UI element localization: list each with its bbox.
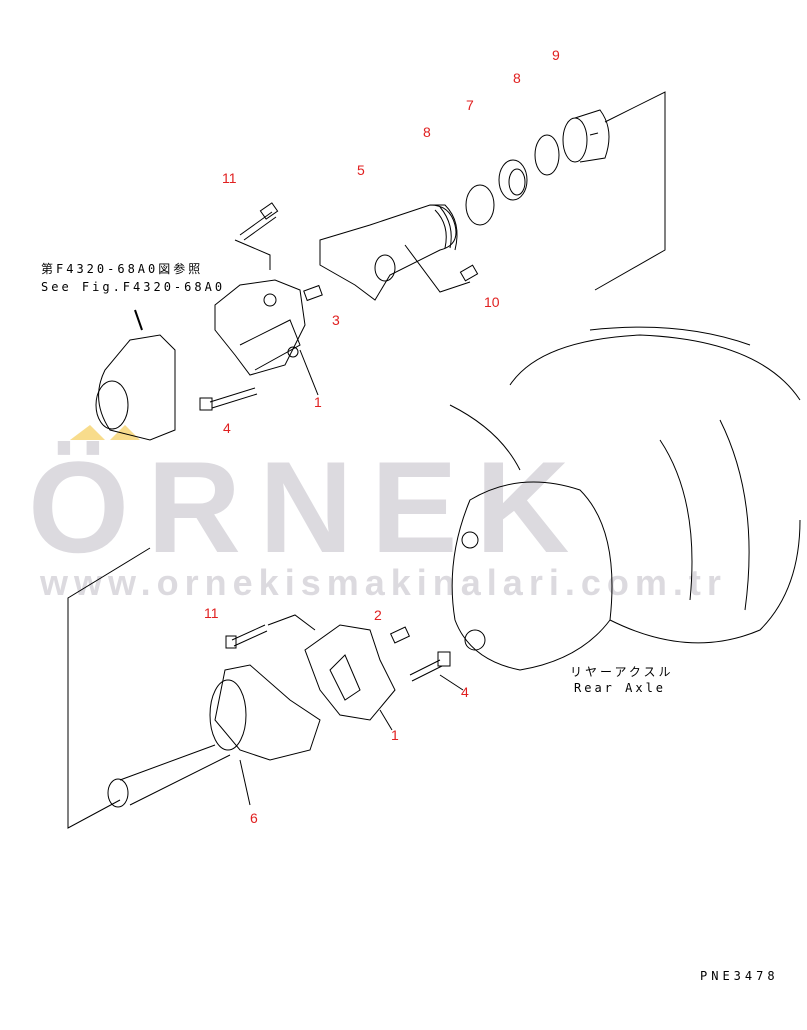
part-3-grease-nipple: [303, 284, 323, 302]
callout-4: 4: [223, 420, 231, 436]
part-8-snap-ring-2: [465, 184, 495, 226]
part-1-spider: [214, 279, 306, 376]
callout-6: 6: [250, 810, 258, 826]
callout-8: 8: [513, 70, 521, 86]
part-4-bolt-lower: [409, 651, 451, 682]
watermark-url: www.ornekismakinalari.com.tr: [40, 562, 727, 603]
part-1-spider-lower: [304, 624, 396, 721]
callout-7: 7: [466, 97, 474, 113]
watermark-logo: ÖRNEK: [28, 434, 588, 580]
part-2-grease-nipple: [389, 626, 411, 644]
rear-axle-label-jp: リヤーアクスル: [570, 665, 674, 679]
callout-5: 5: [357, 162, 365, 178]
reference-yoke: [95, 309, 176, 441]
rear-axle-housing: [449, 326, 801, 671]
callout-8: 8: [423, 124, 431, 140]
leader-frame-bottom: [67, 547, 151, 829]
leader-frame-top: [594, 91, 666, 291]
callout-1: 1: [314, 394, 322, 410]
callout-1: 1: [391, 727, 399, 743]
callout-11: 11: [222, 170, 237, 186]
part-7-seal: [498, 159, 528, 201]
rear-axle-label-en: Rear Axle: [574, 681, 667, 695]
part-5-yoke: [319, 204, 458, 301]
part-10-grease-nipple: [459, 264, 479, 282]
part-11-bolt-lower: [225, 624, 268, 649]
reference-note-en: See Fig.F4320-68A0: [41, 280, 226, 294]
part-4-bolt: [199, 387, 258, 411]
part-8-snap-ring: [534, 134, 560, 176]
watermark-accent: [70, 425, 105, 440]
part-9-bearing-cap: [562, 109, 610, 163]
callout-4: 4: [461, 684, 469, 700]
part-6-shaft: [107, 664, 321, 808]
callout-11: 11: [204, 605, 219, 621]
drawing-code: PNE3478: [700, 969, 779, 983]
callout-3: 3: [332, 312, 340, 328]
callout-9: 9: [552, 47, 560, 63]
watermark-accent: [110, 425, 140, 440]
part-11-bolt: [239, 202, 279, 241]
callout-2: 2: [374, 607, 382, 623]
reference-note-jp: 第F4320-68A0図参照: [41, 262, 204, 276]
callout-10: 10: [484, 294, 500, 310]
